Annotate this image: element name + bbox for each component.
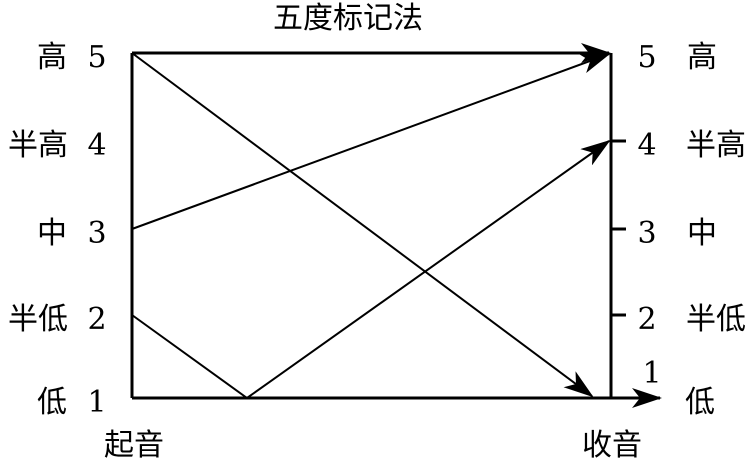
end-label: 收音 <box>582 428 642 461</box>
left-level-number-4: 4 <box>87 128 106 163</box>
left-level-number-2: 2 <box>87 302 106 337</box>
left-level-number-3: 3 <box>87 216 106 251</box>
right-level-name-2: 半低 <box>686 302 746 337</box>
right-level-number-1: 1 <box>642 356 661 391</box>
left-level-name-2: 半低 <box>8 302 68 337</box>
diagram-title: 五度标记法 <box>273 1 423 36</box>
left-level-name-5: 高 <box>37 40 67 75</box>
left-level-number-5: 5 <box>87 40 106 75</box>
left-level-name-1: 低 <box>37 385 67 420</box>
contour-51 <box>131 52 594 398</box>
right-level-name-5: 高 <box>687 40 717 75</box>
right-level-number-2: 2 <box>637 302 656 337</box>
left-level-number-1: 1 <box>87 385 106 420</box>
right-level-name-4: 半高 <box>686 128 746 163</box>
right-level-name-3: 中 <box>687 216 717 251</box>
left-level-name-4: 半高 <box>8 128 68 163</box>
right-level-number-5: 5 <box>637 40 656 75</box>
start-label: 起音 <box>104 428 164 461</box>
contour-214 <box>131 139 611 400</box>
right-level-name-1: 低 <box>685 385 715 420</box>
contour-35 <box>131 53 611 230</box>
right-level-number-3: 3 <box>637 216 656 251</box>
right-level-number-4: 4 <box>637 128 656 163</box>
left-level-name-3: 中 <box>37 216 67 251</box>
